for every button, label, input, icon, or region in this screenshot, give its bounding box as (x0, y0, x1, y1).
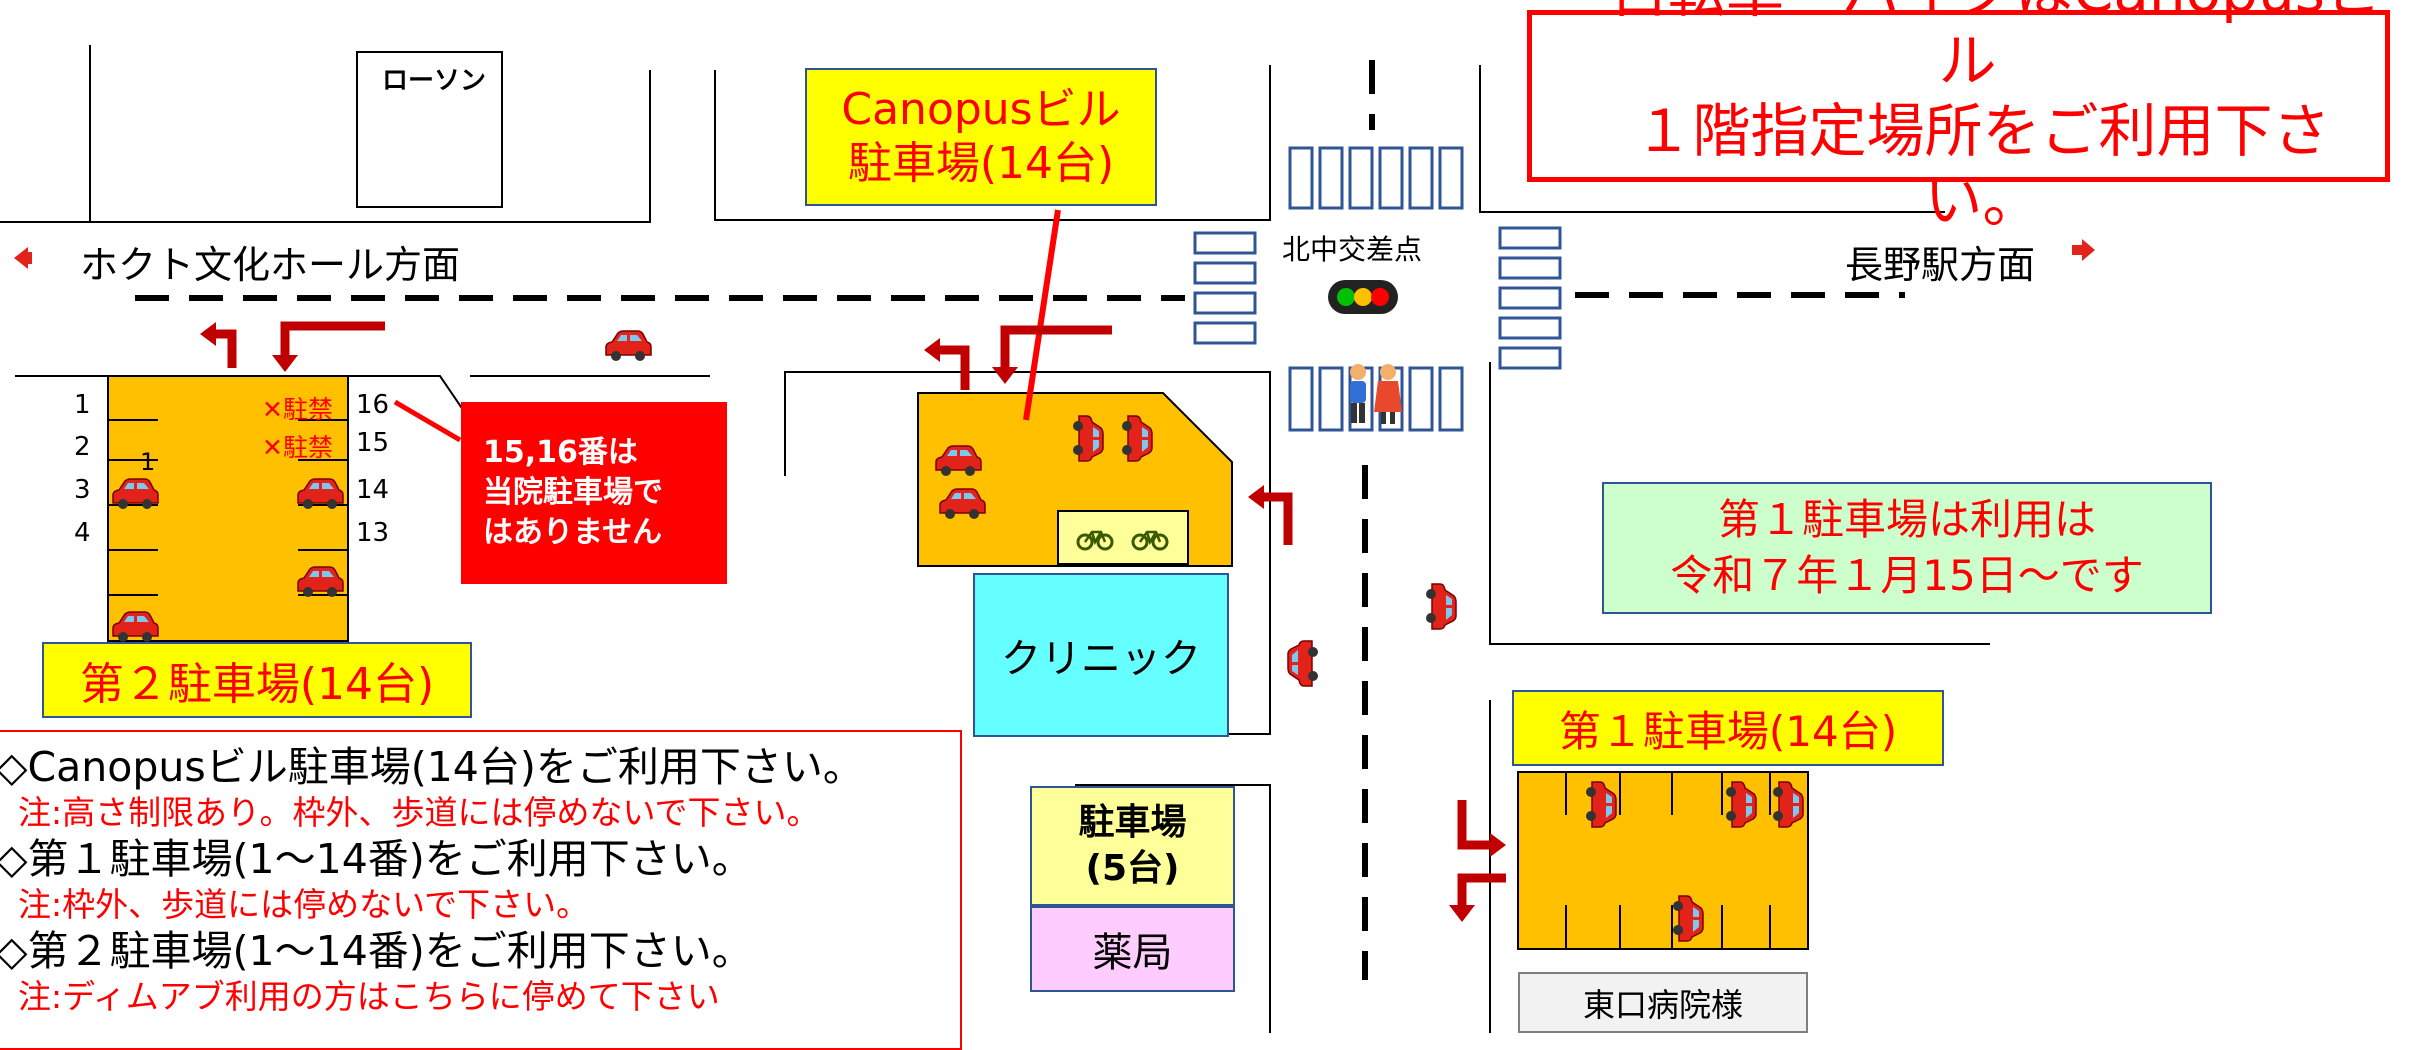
intersection-label: 北中交差点 (1282, 233, 1423, 266)
lawson-label: ローソン (382, 66, 487, 96)
turn-arrow-icon (200, 322, 237, 368)
notice-start-date: 第１駐車場は利用は 令和７年１月15日～です (1602, 482, 2212, 614)
note-sub: 注:高さ制限あり。枠外、歩道には停めないで下さい。 (18, 793, 820, 832)
lot2-label: 第２駐車場(14台) (42, 642, 472, 718)
not-ours-line3: はありません (483, 515, 663, 550)
lot2-number: 2 (74, 432, 91, 462)
turn-arrow-icon (992, 325, 1112, 384)
note-item: ◇Canopusビル駐車場(14台)をご利用下さい。 (0, 743, 864, 791)
canopus-lot-label: Canopusビル 駐車場(14台) (805, 68, 1157, 206)
turn-arrow-icon (272, 321, 385, 372)
note-sub: 注:ディムアブ利用の方はこちらに停めて下さい (18, 977, 720, 1016)
higashiguchi-hospital-label: 東口病院様 (1518, 972, 1808, 1033)
pedestrians-icon (1350, 364, 1402, 424)
canopus-lot-label-line1: Canopusビル (841, 84, 1121, 135)
west-direction-label: ホクト文化ホール方面 (80, 243, 461, 287)
turn-arrow-icon (924, 338, 970, 390)
not-ours-callout: 15,16番は 当院駐車場で はありません (461, 402, 727, 584)
notes-box: ◇Canopusビル駐車場(14台)をご利用下さい。 注:高さ制限あり。枠外、歩… (0, 730, 962, 1050)
no-parking-mark: ✕駐禁 (262, 395, 333, 424)
turn-arrow-icon (1457, 800, 1506, 857)
car-icon (1287, 640, 1319, 687)
lot2-number: 15 (356, 428, 390, 458)
notice-start-line2: 令和７年１月15日～です (1670, 551, 2144, 600)
car-icon (605, 330, 652, 362)
pharmacy-building[interactable]: 薬局 (1030, 906, 1235, 992)
east-direction-label: 長野駅方面 (1845, 243, 2036, 287)
small-lot-label: 駐車場 (5台) (1030, 786, 1235, 906)
lot1-label: 第１駐車場(14台) (1512, 690, 1944, 766)
canopus-lot-label-line2: 駐車場(14台) (847, 138, 1115, 189)
small-lot-line1: 駐車場 (1078, 802, 1187, 843)
lot2-number: 1 (74, 390, 91, 420)
bike-notice-line1: ・自転車・バイクはCanopusビル (1552, 0, 2383, 95)
notice-start-line1: 第１駐車場は利用は (1717, 495, 2096, 544)
note-item: ◇第２駐車場(1～14番)をご利用下さい。 (0, 927, 753, 975)
lot1-area (1517, 771, 1809, 950)
lot2-inner-mark: 1 (140, 448, 156, 476)
note-item: ◇第１駐車場(1～14番)をご利用下さい。 (0, 835, 753, 883)
lot2-number: 14 (356, 475, 390, 505)
note-sub: 注:枠外、歩道には停めないで下さい。 (18, 885, 590, 924)
not-ours-line2: 当院駐車場で (483, 475, 663, 510)
no-parking-mark: ✕駐禁 (262, 433, 333, 462)
turn-arrow-icon (1449, 873, 1506, 922)
direction-arrow-icon (2072, 239, 2095, 261)
small-lot-line2: (5台) (1085, 848, 1180, 889)
lot2-number: 13 (356, 518, 390, 548)
turn-arrow-icon (1248, 485, 1293, 545)
lot2-number: 4 (74, 518, 91, 548)
lot2-number: 16 (356, 390, 390, 420)
lawson-building (356, 51, 503, 208)
lot2-number: 3 (74, 475, 91, 505)
not-ours-line1: 15,16番は (483, 435, 638, 470)
clinic-building[interactable]: クリニック (973, 573, 1229, 737)
direction-arrow-icon (14, 247, 32, 269)
bike-notice: ・自転車・バイクはCanopusビル １階指定場所をご利用下さい。 (1527, 0, 2390, 235)
car-icon (1425, 583, 1457, 630)
bike-notice-line2: １階指定場所をご利用下さい。 (1634, 97, 2331, 235)
traffic-light-icon (1328, 280, 1398, 314)
bike-parking-area (1057, 510, 1189, 565)
